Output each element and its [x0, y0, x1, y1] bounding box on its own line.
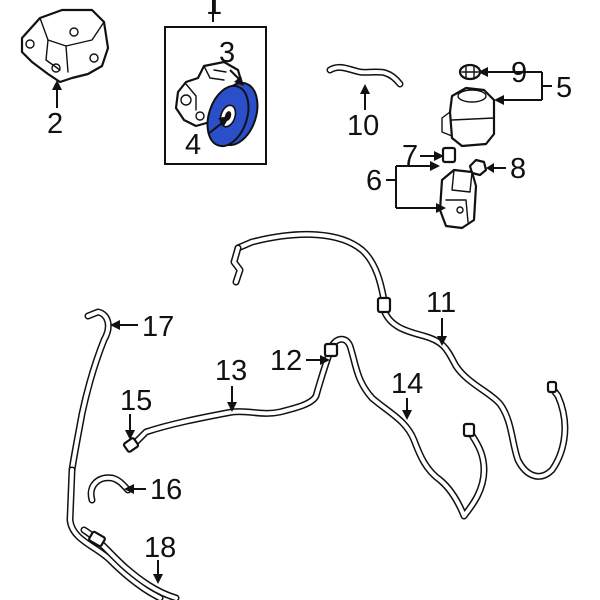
hose-part-10[interactable] — [326, 63, 404, 88]
cooler-tube-part-18[interactable] — [66, 466, 180, 600]
callout-3: 3 — [219, 37, 235, 69]
pressure-line-part-12[interactable] — [323, 335, 488, 520]
callout-labels: 1 2 3 4 5 6 7 8 9 10 11 12 13 14 15 16 1… — [47, 0, 572, 564]
callout-12: 12 — [270, 345, 302, 377]
callout-9: 9 — [511, 57, 527, 89]
callout-15: 15 — [120, 385, 152, 417]
cooler-line-part-17[interactable] — [68, 308, 112, 474]
callout-4: 4 — [185, 129, 201, 161]
clip-part-7[interactable] — [441, 146, 457, 164]
leader-lines — [52, 0, 552, 584]
cap-part-9[interactable] — [458, 63, 482, 81]
callout-2: 2 — [47, 108, 63, 140]
callout-6: 6 — [366, 165, 382, 197]
callout-8: 8 — [510, 153, 526, 185]
hose-part-16[interactable] — [87, 474, 132, 504]
callout-18: 18 — [144, 532, 176, 564]
hose-part-11[interactable] — [230, 231, 569, 480]
reservoir-bracket-part-6[interactable] — [438, 168, 478, 230]
callout-16: 16 — [150, 474, 182, 506]
callout-1: 1 — [206, 0, 222, 21]
pump-assembly-frame — [164, 26, 267, 165]
callout-14: 14 — [391, 368, 423, 400]
power-steering-pump-part-3[interactable] — [174, 60, 244, 128]
callout-7: 7 — [402, 140, 418, 172]
callout-13: 13 — [215, 355, 247, 387]
bracket-part-2[interactable] — [20, 8, 110, 84]
callout-11: 11 — [426, 287, 456, 319]
pressure-line-part-13[interactable] — [122, 342, 336, 453]
reservoir-part-5[interactable] — [441, 86, 496, 148]
callout-17: 17 — [142, 311, 174, 343]
callout-10: 10 — [347, 110, 379, 142]
pulley-part-4[interactable] — [200, 77, 265, 151]
callout-5: 5 — [556, 72, 572, 104]
